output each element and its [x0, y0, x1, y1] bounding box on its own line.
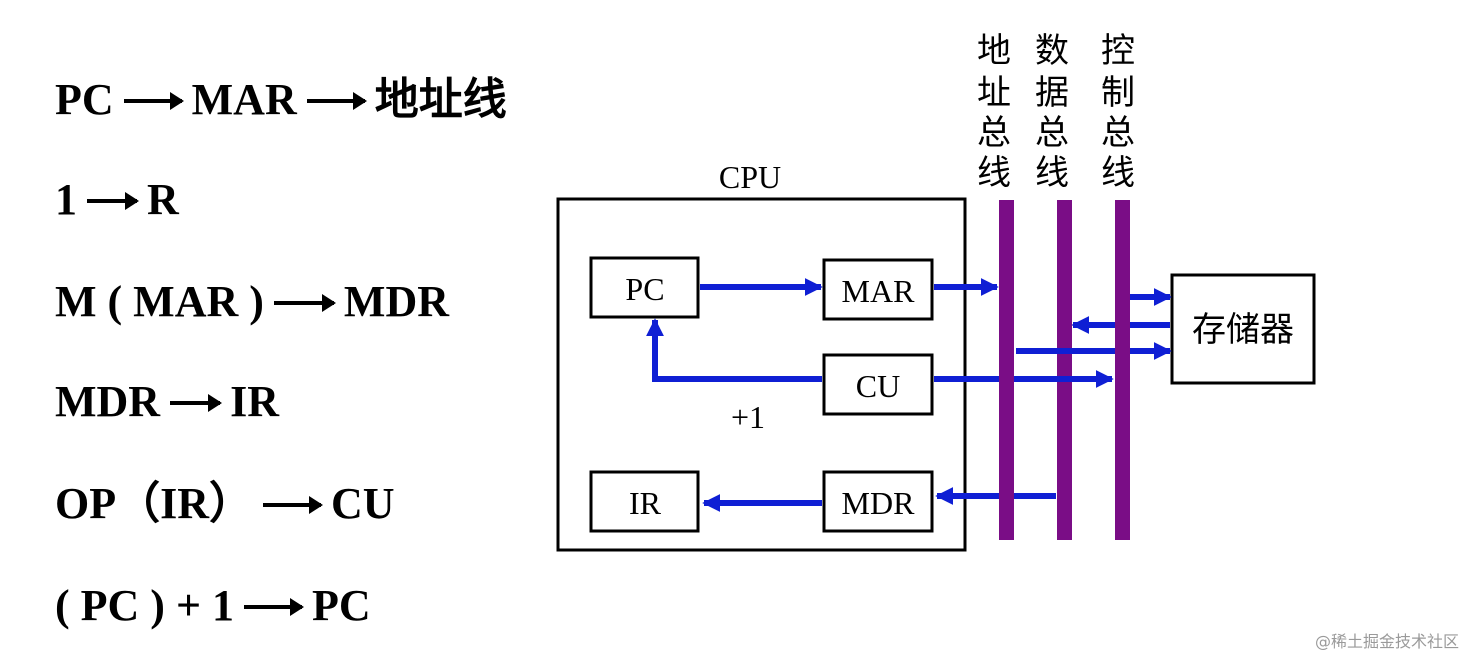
- step-3: M ( MAR ) MDR: [55, 280, 449, 324]
- data-bus-label-char: 总: [1035, 113, 1069, 153]
- step-1: PC MAR 地址线: [55, 78, 507, 122]
- address-bus: [999, 200, 1014, 540]
- address-bus-label-char: 线: [977, 153, 1011, 193]
- data-bus-label-char: 据: [1035, 73, 1069, 113]
- step-6-target: PC: [312, 581, 371, 630]
- data-bus: [1057, 200, 1072, 540]
- memory-label: 存储器: [1192, 310, 1294, 350]
- address-bus-label-char: 址: [977, 73, 1011, 113]
- step-1-source: PC: [55, 75, 114, 124]
- data-bus-label-char: 线: [1035, 153, 1069, 193]
- cpu-label: CPU: [719, 159, 781, 195]
- watermark: @稀土掘金技术社区: [1314, 632, 1459, 651]
- step-4-source: MDR: [55, 377, 161, 426]
- data-bus-label-char: 数: [1035, 31, 1069, 71]
- mar-register-label: MAR: [842, 273, 916, 309]
- step-2-target: R: [147, 175, 179, 224]
- step-5: OP（IR） CU: [55, 482, 395, 526]
- step-5-target: CU: [331, 479, 395, 528]
- control-bus-label-char: 控: [1101, 31, 1135, 71]
- control-bus-label: 控 制 总 线: [1101, 31, 1135, 193]
- data-bus-label: 数 据 总 线: [1035, 31, 1069, 193]
- address-bus-label-char: 总: [977, 113, 1011, 153]
- mdr-register-label: MDR: [842, 485, 916, 521]
- right-arrow-icon: [273, 293, 336, 312]
- right-arrow-icon: [123, 91, 184, 110]
- right-arrow-icon: [170, 393, 223, 412]
- step-4: MDR IR: [55, 380, 279, 424]
- control-bus-label-char: 总: [1101, 113, 1135, 153]
- step-3-target: MDR: [343, 277, 450, 326]
- step-6: ( PC ) + 1 PC: [55, 584, 371, 628]
- memory-unit: 存储器: [1170, 273, 1316, 385]
- mar-register: MAR: [822, 258, 934, 321]
- step-1-target: MAR: [191, 75, 297, 124]
- right-arrow-icon: [263, 495, 323, 514]
- step-2-source: 1: [55, 175, 77, 224]
- mdr-register: MDR: [822, 470, 934, 533]
- pc-register-label: PC: [625, 271, 664, 307]
- step-6-source: ( PC ) + 1: [55, 581, 235, 630]
- step-4-target: IR: [230, 377, 279, 426]
- cu-unit-label: CU: [856, 368, 900, 404]
- step-5-source: OP（IR）: [55, 479, 253, 528]
- address-bus-label: 地 址 总 线: [977, 31, 1011, 193]
- control-bus-label-char: 线: [1101, 153, 1135, 193]
- right-arrow-icon: [87, 191, 139, 210]
- cpu-box: [556, 197, 967, 552]
- ir-register: IR: [589, 470, 700, 533]
- right-arrow-icon: [244, 597, 305, 616]
- cu-unit: CU: [822, 353, 934, 416]
- pc-register: PC: [589, 256, 700, 319]
- cu-to-pc-increment-arrow: [646, 318, 822, 382]
- right-arrow-icon: [306, 91, 367, 110]
- control-bus: [1115, 200, 1130, 540]
- control-bus-label-char: 制: [1101, 73, 1135, 113]
- address-bus-label-char: 地: [977, 31, 1011, 71]
- ir-register-label: IR: [629, 485, 662, 521]
- step-3-source: M ( MAR ): [55, 277, 264, 326]
- step-1-destination: 地址线: [374, 75, 507, 124]
- plus-one-label: +1: [731, 399, 765, 435]
